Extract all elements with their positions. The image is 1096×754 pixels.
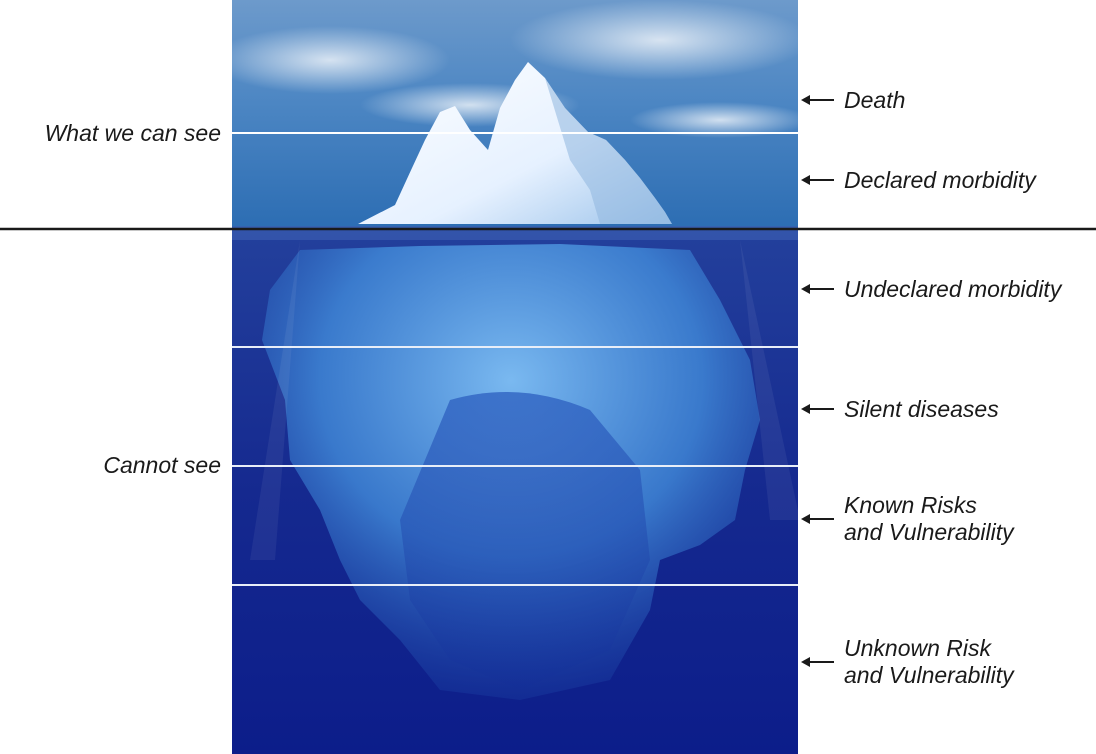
hidden-label: Cannot see [103, 452, 221, 478]
visible-label: What we can see [45, 120, 221, 146]
left-arrow-icon [800, 402, 836, 416]
level-silent-diseases: Silent diseases [800, 396, 999, 423]
level-death: Death [800, 87, 905, 114]
level-label-text: Silent diseases [844, 396, 999, 423]
cloud [210, 26, 450, 94]
level-label-text: Death [844, 87, 905, 114]
left-arrow-icon [800, 655, 836, 669]
left-arrow-icon [800, 512, 836, 526]
level-declared-morbidity: Declared morbidity [800, 167, 1036, 194]
level-label-text: Declared morbidity [844, 167, 1036, 194]
level-label-text: Known Risks and Vulnerability [844, 492, 1014, 546]
left-arrow-icon [800, 93, 836, 107]
level-undeclared-morbidity: Undeclared morbidity [800, 276, 1061, 303]
level-label-text: Unknown Risk and Vulnerability [844, 635, 1014, 689]
level-unknown-risk: Unknown Risk and Vulnerability [800, 635, 1014, 689]
level-label-text: Undeclared morbidity [844, 276, 1061, 303]
level-known-risks: Known Risks and Vulnerability [800, 492, 1014, 546]
left-arrow-icon [800, 173, 836, 187]
cloud [510, 0, 810, 80]
left-arrow-icon [800, 282, 836, 296]
